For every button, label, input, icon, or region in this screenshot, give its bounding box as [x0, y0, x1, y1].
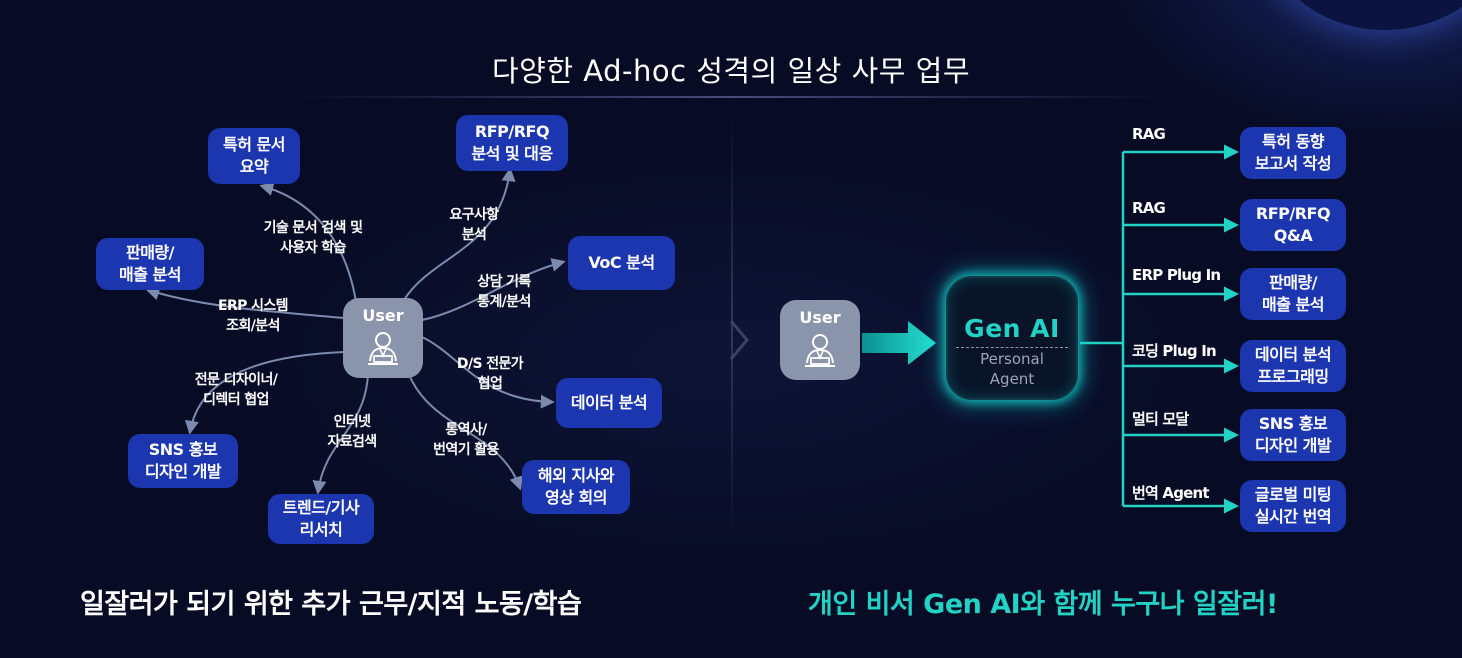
edge-label-designer-collab: 전문 디자이너/ 디렉터 협업: [194, 372, 278, 408]
edge-label-interpreter: 통역사/ 번역기 활용: [433, 422, 499, 458]
arrow-right-icon: [862, 321, 936, 365]
user-label: User: [362, 306, 404, 325]
user-node-right: User: [780, 300, 860, 380]
wire-voc-analysis: [421, 258, 566, 321]
edge-label-ds-collab: D/S 전문가 협업: [456, 356, 524, 392]
wire-sales-analysis: [145, 286, 345, 319]
edge-label-tech-search: 기술 문서 검색 및 사용자 학습: [263, 220, 363, 256]
tool-label-3: ERP Plug In: [1132, 266, 1221, 284]
task-sns-design: SNS 홍보 디자인 개발: [128, 434, 238, 488]
output-box-2: RFP/RFQ Q&A: [1240, 199, 1346, 251]
genai-node: Gen AI Personal Agent: [946, 276, 1078, 400]
task-overseas-meeting: 해외 지사와 영상 회의: [522, 460, 630, 514]
wire-patent-summary: [259, 182, 357, 303]
task-patent-summary: 특허 문서 요약: [208, 128, 300, 184]
task-sales-analysis: 판매량/ 매출 분석: [96, 238, 204, 290]
output-box-1: 특허 동향 보고서 작성: [1240, 127, 1346, 179]
tool-label-5: 멀티 모달: [1132, 410, 1189, 428]
page-title: 다양한 Ad-hoc 성격의 일상 사무 업무: [491, 54, 971, 88]
genai-divider: [956, 347, 1068, 348]
output-box-4: 데이터 분석 프로그래밍: [1240, 340, 1346, 392]
section-divider: [731, 110, 733, 540]
edge-label-erp-lookup: ERP 시스템 조회/분석: [218, 298, 289, 334]
output-box-3: 판매량/ 매출 분석: [1240, 268, 1346, 320]
task-trend-research: 트렌드/기사 리서치: [268, 494, 374, 544]
user-label: User: [799, 308, 841, 327]
tool-label-4: 코딩 Plug In: [1132, 342, 1217, 360]
caption-right: 개인 비서 Gen AI와 함께 누구나 일잘러!: [808, 589, 1278, 620]
edge-label-internet-search: 인터넷 자료검색: [327, 414, 377, 450]
edge-label-requirements: 요구사항 분석: [449, 207, 499, 243]
user-person-icon: [805, 334, 835, 367]
task-voc-analysis: VoC 분석: [568, 236, 675, 290]
edge-label-consult-records: 상담 기록 통계/분석: [477, 274, 531, 310]
output-box-5: SNS 홍보 디자인 개발: [1240, 409, 1346, 461]
task-data-analysis: 데이터 분석: [556, 378, 662, 428]
wire-trend-research: [312, 373, 369, 495]
wire-sns-design: [184, 351, 345, 435]
genai-title: Gen AI: [964, 314, 1060, 343]
user-node-left: User: [343, 298, 423, 378]
tool-label-6: 번역 Agent: [1132, 484, 1210, 502]
wire-data-analysis: [421, 336, 555, 409]
output-box-6: 글로벌 미팅 실시간 번역: [1240, 480, 1346, 532]
caption-left: 일잘러가 되기 위한 추가 근무/지적 노동/학습: [80, 589, 582, 620]
task-rfp-analysis: RFP/RFQ 분석 및 대응: [456, 115, 568, 171]
wire-rfp-analysis: [403, 167, 516, 301]
genai-subtitle: Personal Agent: [980, 350, 1044, 388]
user-person-icon: [368, 332, 398, 365]
wire-overseas-meeting: [407, 371, 523, 491]
title-divider: [290, 96, 1170, 98]
tool-label-2: RAG: [1132, 199, 1166, 217]
chevron-right-icon: [729, 320, 749, 360]
tool-label-1: RAG: [1132, 125, 1166, 143]
